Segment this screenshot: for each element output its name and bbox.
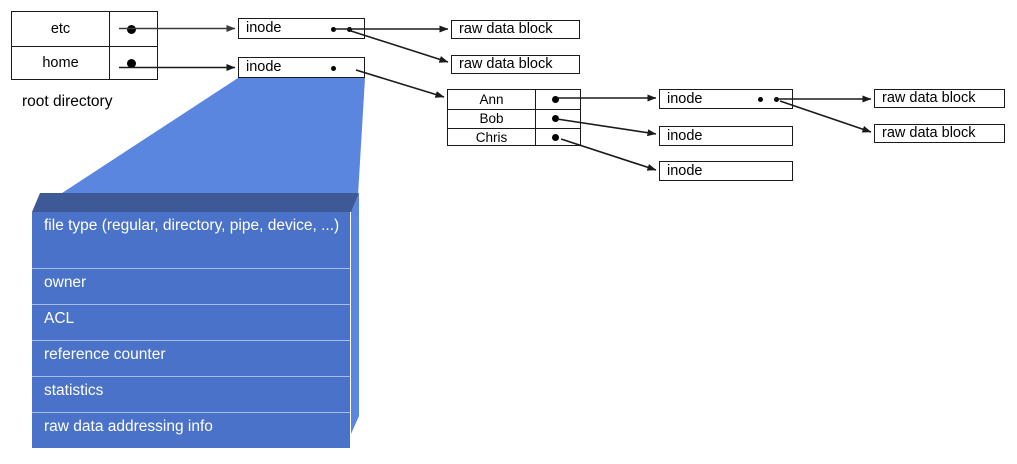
inode-label-cell: inode — [239, 19, 329, 38]
detail-row-divider — [32, 376, 350, 377]
detail-row-label: ACL — [44, 310, 75, 327]
root-entry-pointer-etc[interactable] — [109, 12, 159, 46]
detail-row-divider — [32, 304, 350, 305]
detail-row-label: raw data addressing info — [44, 418, 213, 435]
home-entry-name-chris[interactable]: Chris — [448, 128, 535, 147]
inode-label: inode — [667, 127, 703, 144]
home-entry-pointer-ann[interactable] — [535, 90, 582, 109]
detail-row-reference-counter: reference counter — [32, 341, 350, 376]
pointer-dot-icon — [552, 115, 559, 122]
detail-row-label: reference counter — [44, 346, 166, 363]
detail-row-label: file type (regular, directory, pipe, dev… — [44, 217, 340, 234]
raw-data-block-1[interactable]: raw data block — [451, 20, 580, 39]
root-directory-row-divider — [12, 45, 157, 47]
inode-label-cell: inode — [660, 90, 755, 108]
raw-block-label-cell: raw data block — [452, 56, 579, 73]
detail-row-divider — [32, 412, 350, 413]
inode-box-ann[interactable]: inode — [659, 89, 793, 109]
inode-label-cell: inode — [660, 162, 792, 180]
inode-detail-stack: file type (regular, directory, pipe, dev… — [14, 192, 359, 448]
root-entry-name-home[interactable]: home — [12, 46, 109, 81]
inode-label: inode — [246, 20, 282, 37]
pointer-dot-icon — [127, 25, 136, 34]
inode-label: inode — [667, 90, 703, 107]
arrow-inode-ann-to-raw-4 — [779, 100, 872, 133]
detail-right-face — [351, 193, 359, 434]
raw-data-block-2[interactable]: raw data block — [451, 55, 580, 74]
root-directory-table: etc home — [11, 11, 158, 80]
detail-row-owner: owner — [32, 269, 350, 304]
root-entry-pointer-home[interactable] — [109, 46, 159, 81]
raw-block-label: raw data block — [882, 90, 976, 107]
raw-block-label-cell: raw data block — [452, 21, 579, 38]
raw-data-block-3[interactable]: raw data block — [874, 89, 1005, 108]
detail-row-file-type: file type (regular, directory, pipe, dev… — [32, 212, 350, 268]
detail-row-divider — [32, 268, 350, 269]
inode-label: inode — [246, 59, 282, 76]
home-entry-pointer-chris[interactable] — [535, 128, 582, 147]
detail-row-divider — [32, 340, 350, 341]
root-entry-label: home — [42, 55, 79, 72]
raw-data-block-4[interactable]: raw data block — [874, 124, 1005, 143]
inode-box-chris[interactable]: inode — [659, 161, 793, 181]
inode-label: inode — [667, 162, 703, 179]
detail-row-raw-data-addressing: raw data addressing info — [32, 413, 350, 448]
home-directory-column-divider — [535, 90, 536, 145]
detail-row-acl: ACL — [32, 305, 350, 340]
inode-pointer-dot-icon — [758, 97, 763, 102]
home-entry-label: Ann — [479, 91, 504, 107]
pointer-dot-icon — [552, 134, 559, 141]
arrow-chris-to-inode — [560, 138, 657, 171]
home-entry-label: Bob — [479, 110, 504, 126]
inode-label-cell: inode — [239, 58, 329, 77]
raw-block-label-cell: raw data block — [875, 90, 1004, 107]
home-entry-name-ann[interactable]: Ann — [448, 90, 535, 109]
detail-row-label: statistics — [44, 382, 104, 399]
home-directory-row-divider — [448, 127, 580, 129]
detail-row-label: owner — [44, 274, 87, 291]
home-entry-pointer-bob[interactable] — [535, 109, 582, 128]
raw-block-label: raw data block — [459, 21, 553, 38]
inode-pointer-dot-icon — [331, 66, 336, 71]
inode-box-etc[interactable]: inode — [238, 18, 365, 39]
inode-box-bob[interactable]: inode — [659, 126, 793, 146]
detail-top-face — [32, 193, 359, 212]
callout-fan — [33, 78, 365, 212]
raw-block-label-cell: raw data block — [875, 125, 1004, 142]
detail-top-face-layer — [32, 193, 359, 434]
pointer-dot-icon — [127, 59, 136, 68]
home-entry-name-bob[interactable]: Bob — [448, 109, 535, 128]
arrow-inode-home-to-home-directory — [355, 69, 445, 98]
inode-pointer-dot-icon — [331, 27, 336, 32]
root-entry-name-etc[interactable]: etc — [12, 12, 109, 46]
inode-box-home[interactable]: inode — [238, 57, 365, 78]
raw-block-label: raw data block — [459, 56, 553, 73]
root-directory-caption: root directory — [22, 93, 113, 110]
arrow-inode-etc-to-raw-2 — [350, 30, 449, 63]
root-entry-label: etc — [50, 20, 71, 37]
inode-label-cell: inode — [660, 127, 792, 145]
home-entry-label: Chris — [475, 129, 508, 145]
pointer-dot-icon — [552, 96, 559, 103]
home-directory-row-divider — [448, 108, 580, 110]
arrow-bob-to-inode — [556, 118, 657, 137]
home-directory-table: Ann Bob Chris — [447, 89, 581, 146]
raw-block-label: raw data block — [882, 125, 976, 142]
detail-row-statistics: statistics — [32, 377, 350, 412]
